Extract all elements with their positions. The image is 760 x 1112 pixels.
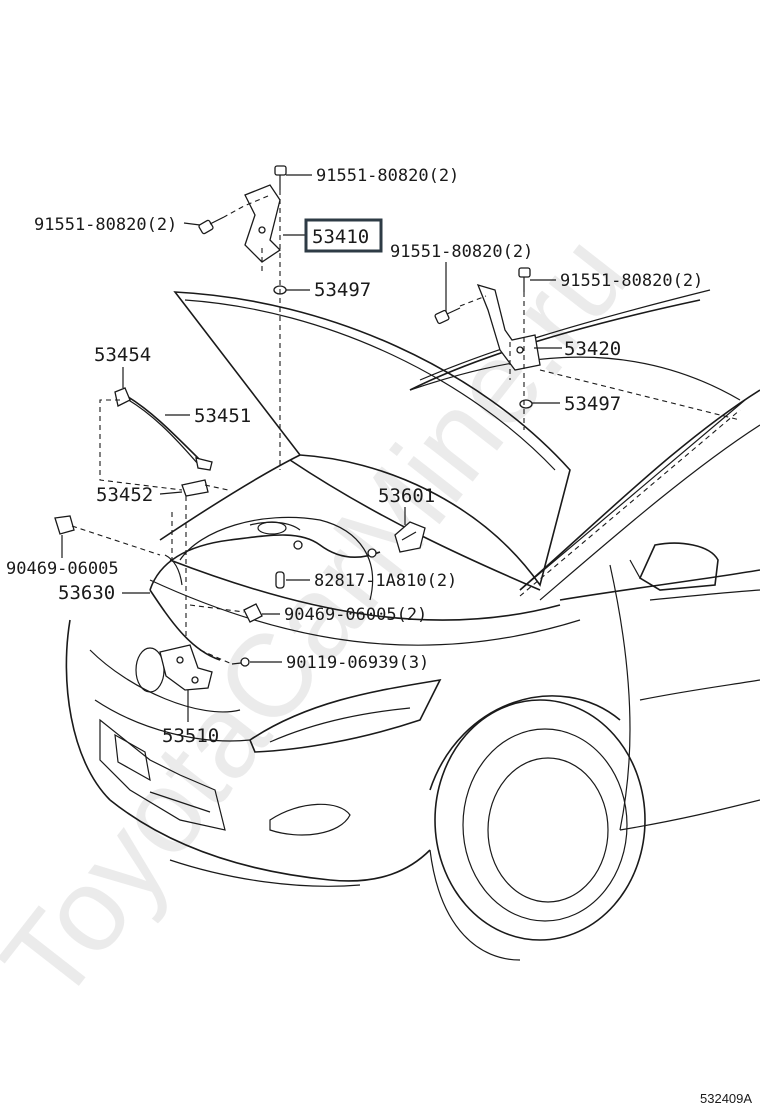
callout-91551-left[interactable]: 91551-80820(2) xyxy=(34,215,177,235)
callout-53452[interactable]: 53452 xyxy=(96,484,153,506)
diagram-code: 532409A xyxy=(700,1091,752,1106)
callout-90469-mid[interactable]: 90469-06005(2) xyxy=(284,605,427,625)
callout-90469-left[interactable]: 90469-06005 xyxy=(6,559,119,579)
cushion-right[interactable] xyxy=(519,399,533,409)
rod-holder[interactable] xyxy=(181,479,209,497)
hood-lock[interactable] xyxy=(159,644,213,691)
bolt-icon xyxy=(198,216,225,235)
callout-91551-mid[interactable]: 91551-80820(2) xyxy=(390,242,533,262)
clamp-left[interactable] xyxy=(54,515,75,535)
callout-82817[interactable]: 82817-1A810(2) xyxy=(314,571,457,591)
callout-leaders xyxy=(61,174,562,722)
callout-53601[interactable]: 53601 xyxy=(378,485,435,507)
hood-hinge-left[interactable] xyxy=(244,184,282,263)
release-lever[interactable] xyxy=(394,521,426,553)
callout-53420[interactable]: 53420 xyxy=(564,338,621,360)
callout-53454[interactable]: 53454 xyxy=(94,344,151,366)
release-cable[interactable] xyxy=(149,534,381,661)
callout-53497-left[interactable]: 53497 xyxy=(314,279,371,301)
bolt-icon xyxy=(518,267,531,292)
clamp-mid[interactable] xyxy=(243,603,263,623)
bolt-icon xyxy=(274,165,287,190)
callout-53410[interactable]: 53410 xyxy=(312,226,369,248)
grommet[interactable] xyxy=(275,571,285,589)
callout-53497-right[interactable]: 53497 xyxy=(564,393,621,415)
hood-support-rod[interactable] xyxy=(124,394,213,471)
callout-91551-right[interactable]: 91551-80820(2) xyxy=(560,271,703,291)
rod-clip[interactable] xyxy=(114,387,131,407)
leader-lines xyxy=(71,190,741,665)
callout-91551-top[interactable]: 91551-80820(2) xyxy=(316,166,459,186)
callout-53451[interactable]: 53451 xyxy=(194,405,251,427)
callout-53630[interactable]: 53630 xyxy=(58,582,115,604)
screw-icon xyxy=(231,657,250,667)
highlight-box xyxy=(304,218,383,253)
bolt-icon xyxy=(434,307,461,325)
callout-90119[interactable]: 90119-06939(3) xyxy=(286,653,429,673)
hood-panel xyxy=(173,289,711,587)
callout-53510[interactable]: 53510 xyxy=(162,725,219,747)
engine-bay xyxy=(179,516,374,601)
